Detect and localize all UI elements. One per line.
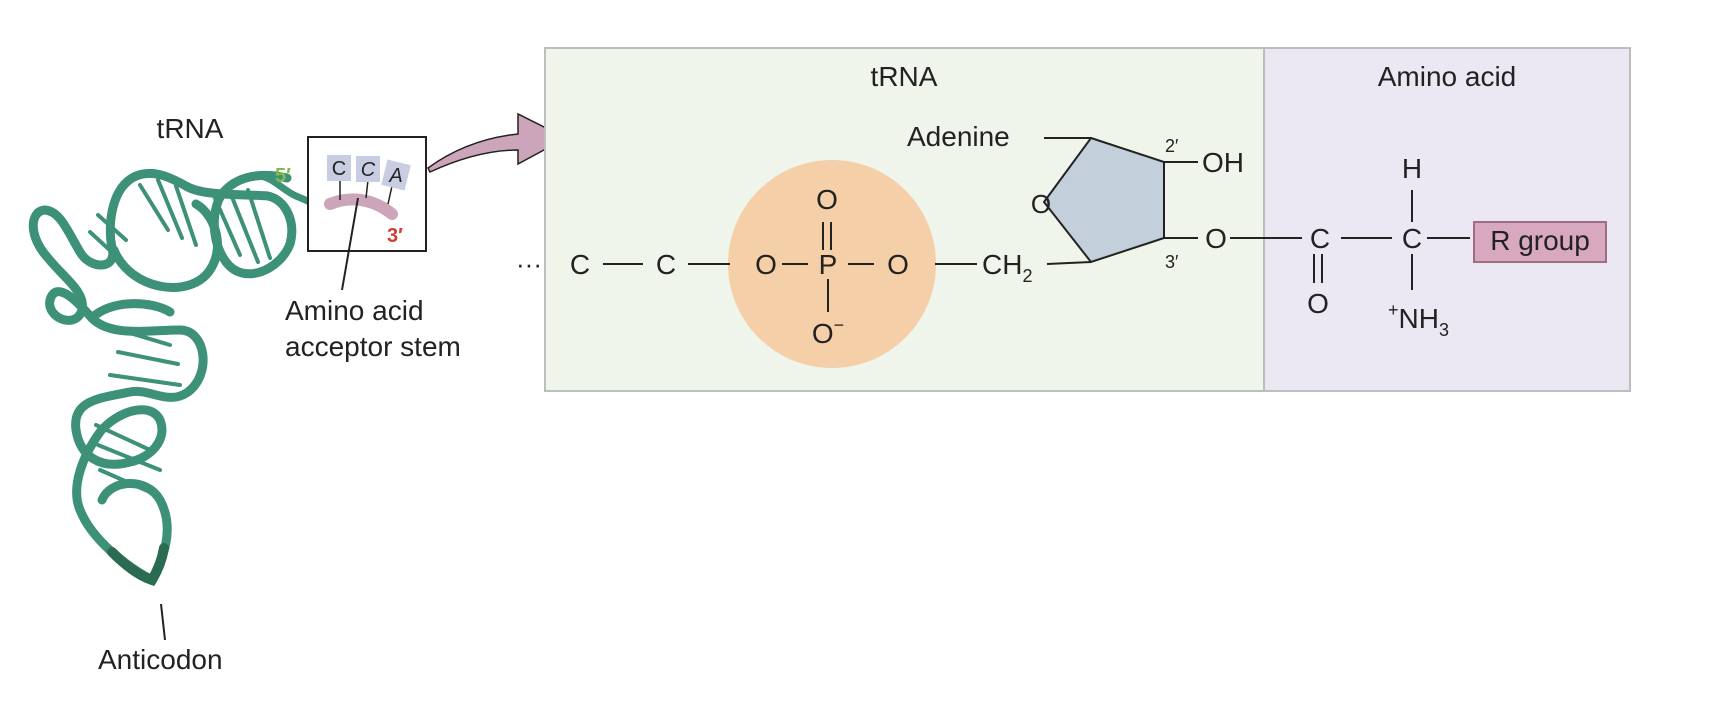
ester-oxygen: O <box>1205 223 1227 254</box>
cca-base-3: A <box>388 165 402 187</box>
trna-illustration: tRNA 5′ <box>28 112 568 675</box>
alpha-carbon: C <box>1402 223 1422 254</box>
hydroxyl: OH <box>1202 147 1244 178</box>
cca-base-3-tile <box>381 159 411 191</box>
anticodon-leader <box>160 603 166 641</box>
trna-title: tRNA <box>157 113 224 144</box>
amine-main: NH <box>1399 303 1439 334</box>
phosphate-o-left: O <box>755 249 777 280</box>
ring-oxygen: O <box>1031 189 1051 219</box>
ch2-main: CH <box>982 249 1022 280</box>
r-group-label: R group <box>1490 225 1590 256</box>
chain-dots: ··· <box>516 249 542 279</box>
phosphate-o-bottom-symbol: O <box>812 318 834 349</box>
cca-base-1-tile <box>327 155 351 181</box>
ch2-group: CH2 <box>982 249 1032 286</box>
anticodon-label: Anticodon <box>98 644 223 675</box>
amino-acid-panel-header: Amino acid <box>1378 61 1517 92</box>
ribose-ring <box>1042 136 1165 264</box>
three-prime-label: 3′ <box>387 225 403 247</box>
acceptor-leader <box>341 197 359 291</box>
cca-strand <box>324 193 398 220</box>
cca-bases <box>339 178 393 205</box>
trna-strand-loop <box>109 199 222 292</box>
trna-base-pairs <box>88 178 272 494</box>
acceptor-label-2: acceptor stem <box>285 331 461 362</box>
amino-group: +NH3 <box>1388 300 1449 340</box>
alpha-hydrogen: H <box>1402 153 1422 184</box>
cca-base-1: C <box>332 158 346 180</box>
pos-3prime: 3′ <box>1165 252 1179 272</box>
phosphate-charge: − <box>834 315 845 335</box>
carbonyl-carbon: C <box>1310 223 1330 254</box>
trna-strand <box>28 169 297 585</box>
zoom-arrow <box>427 112 568 173</box>
ch2-subscript: 2 <box>1022 266 1032 286</box>
atom-c2: C <box>656 249 676 280</box>
pos-2prime: 2′ <box>1165 136 1179 156</box>
cca-base-2: C <box>361 159 376 181</box>
cca-base-2-tile <box>356 156 380 182</box>
r-group-box <box>1473 221 1607 263</box>
phosphate-o-top: O <box>816 184 838 215</box>
anticodon-segment <box>107 543 169 587</box>
five-prime-label: 5′ <box>275 165 291 187</box>
bonds <box>603 137 1470 312</box>
trna-panel-header: tRNA <box>871 61 938 92</box>
atom-c1: C <box>570 249 590 280</box>
chemistry-panels: tRNA Amino acid ··· <box>516 47 1631 392</box>
trna-strand-loop-2 <box>87 299 175 323</box>
acceptor-label-1: Amino acid <box>285 295 424 326</box>
phosphate-o-right: O <box>887 249 909 280</box>
phosphate-circle <box>728 160 936 368</box>
adenine-label: Adenine <box>907 121 1010 152</box>
amine-subscript: 3 <box>1439 320 1449 340</box>
carbonyl-oxygen: O <box>1307 288 1329 319</box>
amino-acid-panel <box>1263 47 1631 392</box>
phosphate-o-bottom: O− <box>812 315 844 349</box>
amine-charge: + <box>1388 300 1399 320</box>
phosphorus: P <box>819 249 838 280</box>
